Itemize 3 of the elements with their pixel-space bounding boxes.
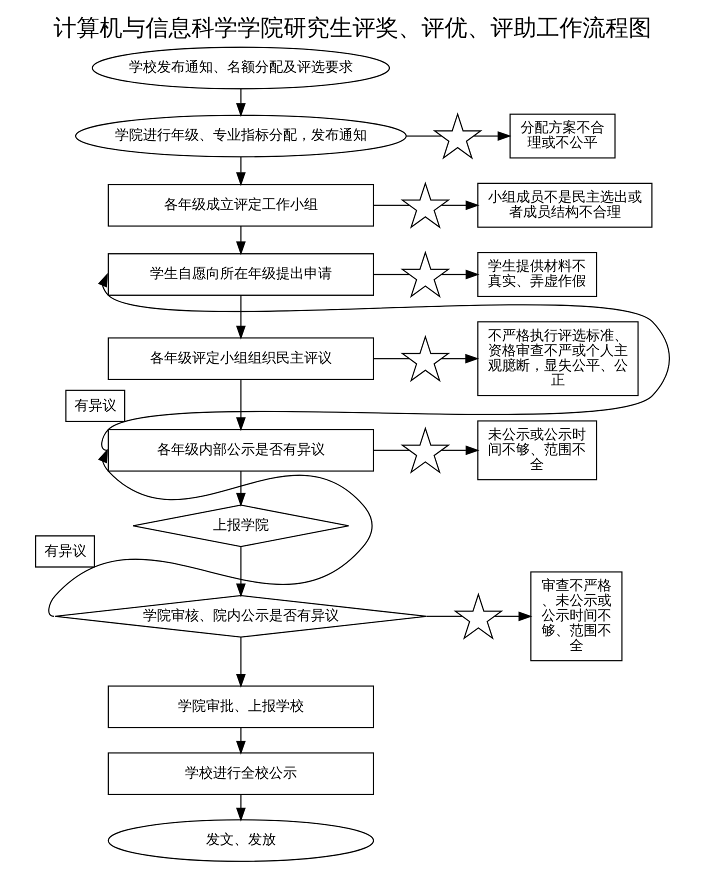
diagram-title: 计算机与信息科学学院研究生评奖、评优、评助工作流程图 bbox=[54, 16, 652, 42]
edge-label: 有异议 bbox=[44, 544, 86, 560]
edge-label: 有异议 bbox=[74, 398, 117, 414]
